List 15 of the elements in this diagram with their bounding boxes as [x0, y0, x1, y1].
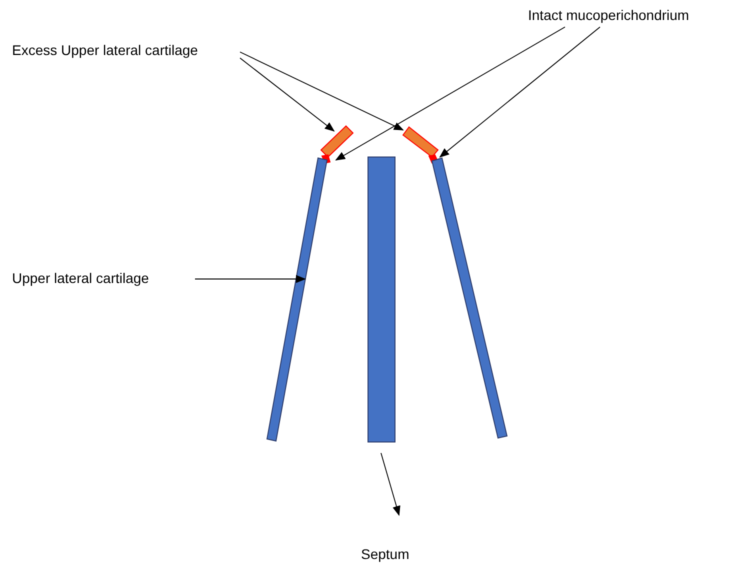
- callout-label: Septum: [361, 546, 410, 563]
- leader-line: [335, 26, 566, 160]
- cartilage-bar: [431, 157, 508, 439]
- leader-line: [380, 452, 400, 516]
- excess-cartilage-segment: [402, 126, 439, 158]
- callout-label: Excess Upper lateral cartilage: [12, 42, 198, 59]
- leader-line: [194, 275, 306, 283]
- excess-cartilage-segment: [320, 125, 354, 158]
- leader-line: [240, 52, 404, 130]
- callout-label: Intact mucoperichondrium: [528, 7, 690, 24]
- leader-line: [240, 58, 335, 132]
- leader-line: [439, 26, 600, 158]
- cartilage-bar: [266, 157, 328, 442]
- septum-bar: [368, 156, 396, 442]
- callout-label: Upper lateral cartilage: [12, 270, 149, 287]
